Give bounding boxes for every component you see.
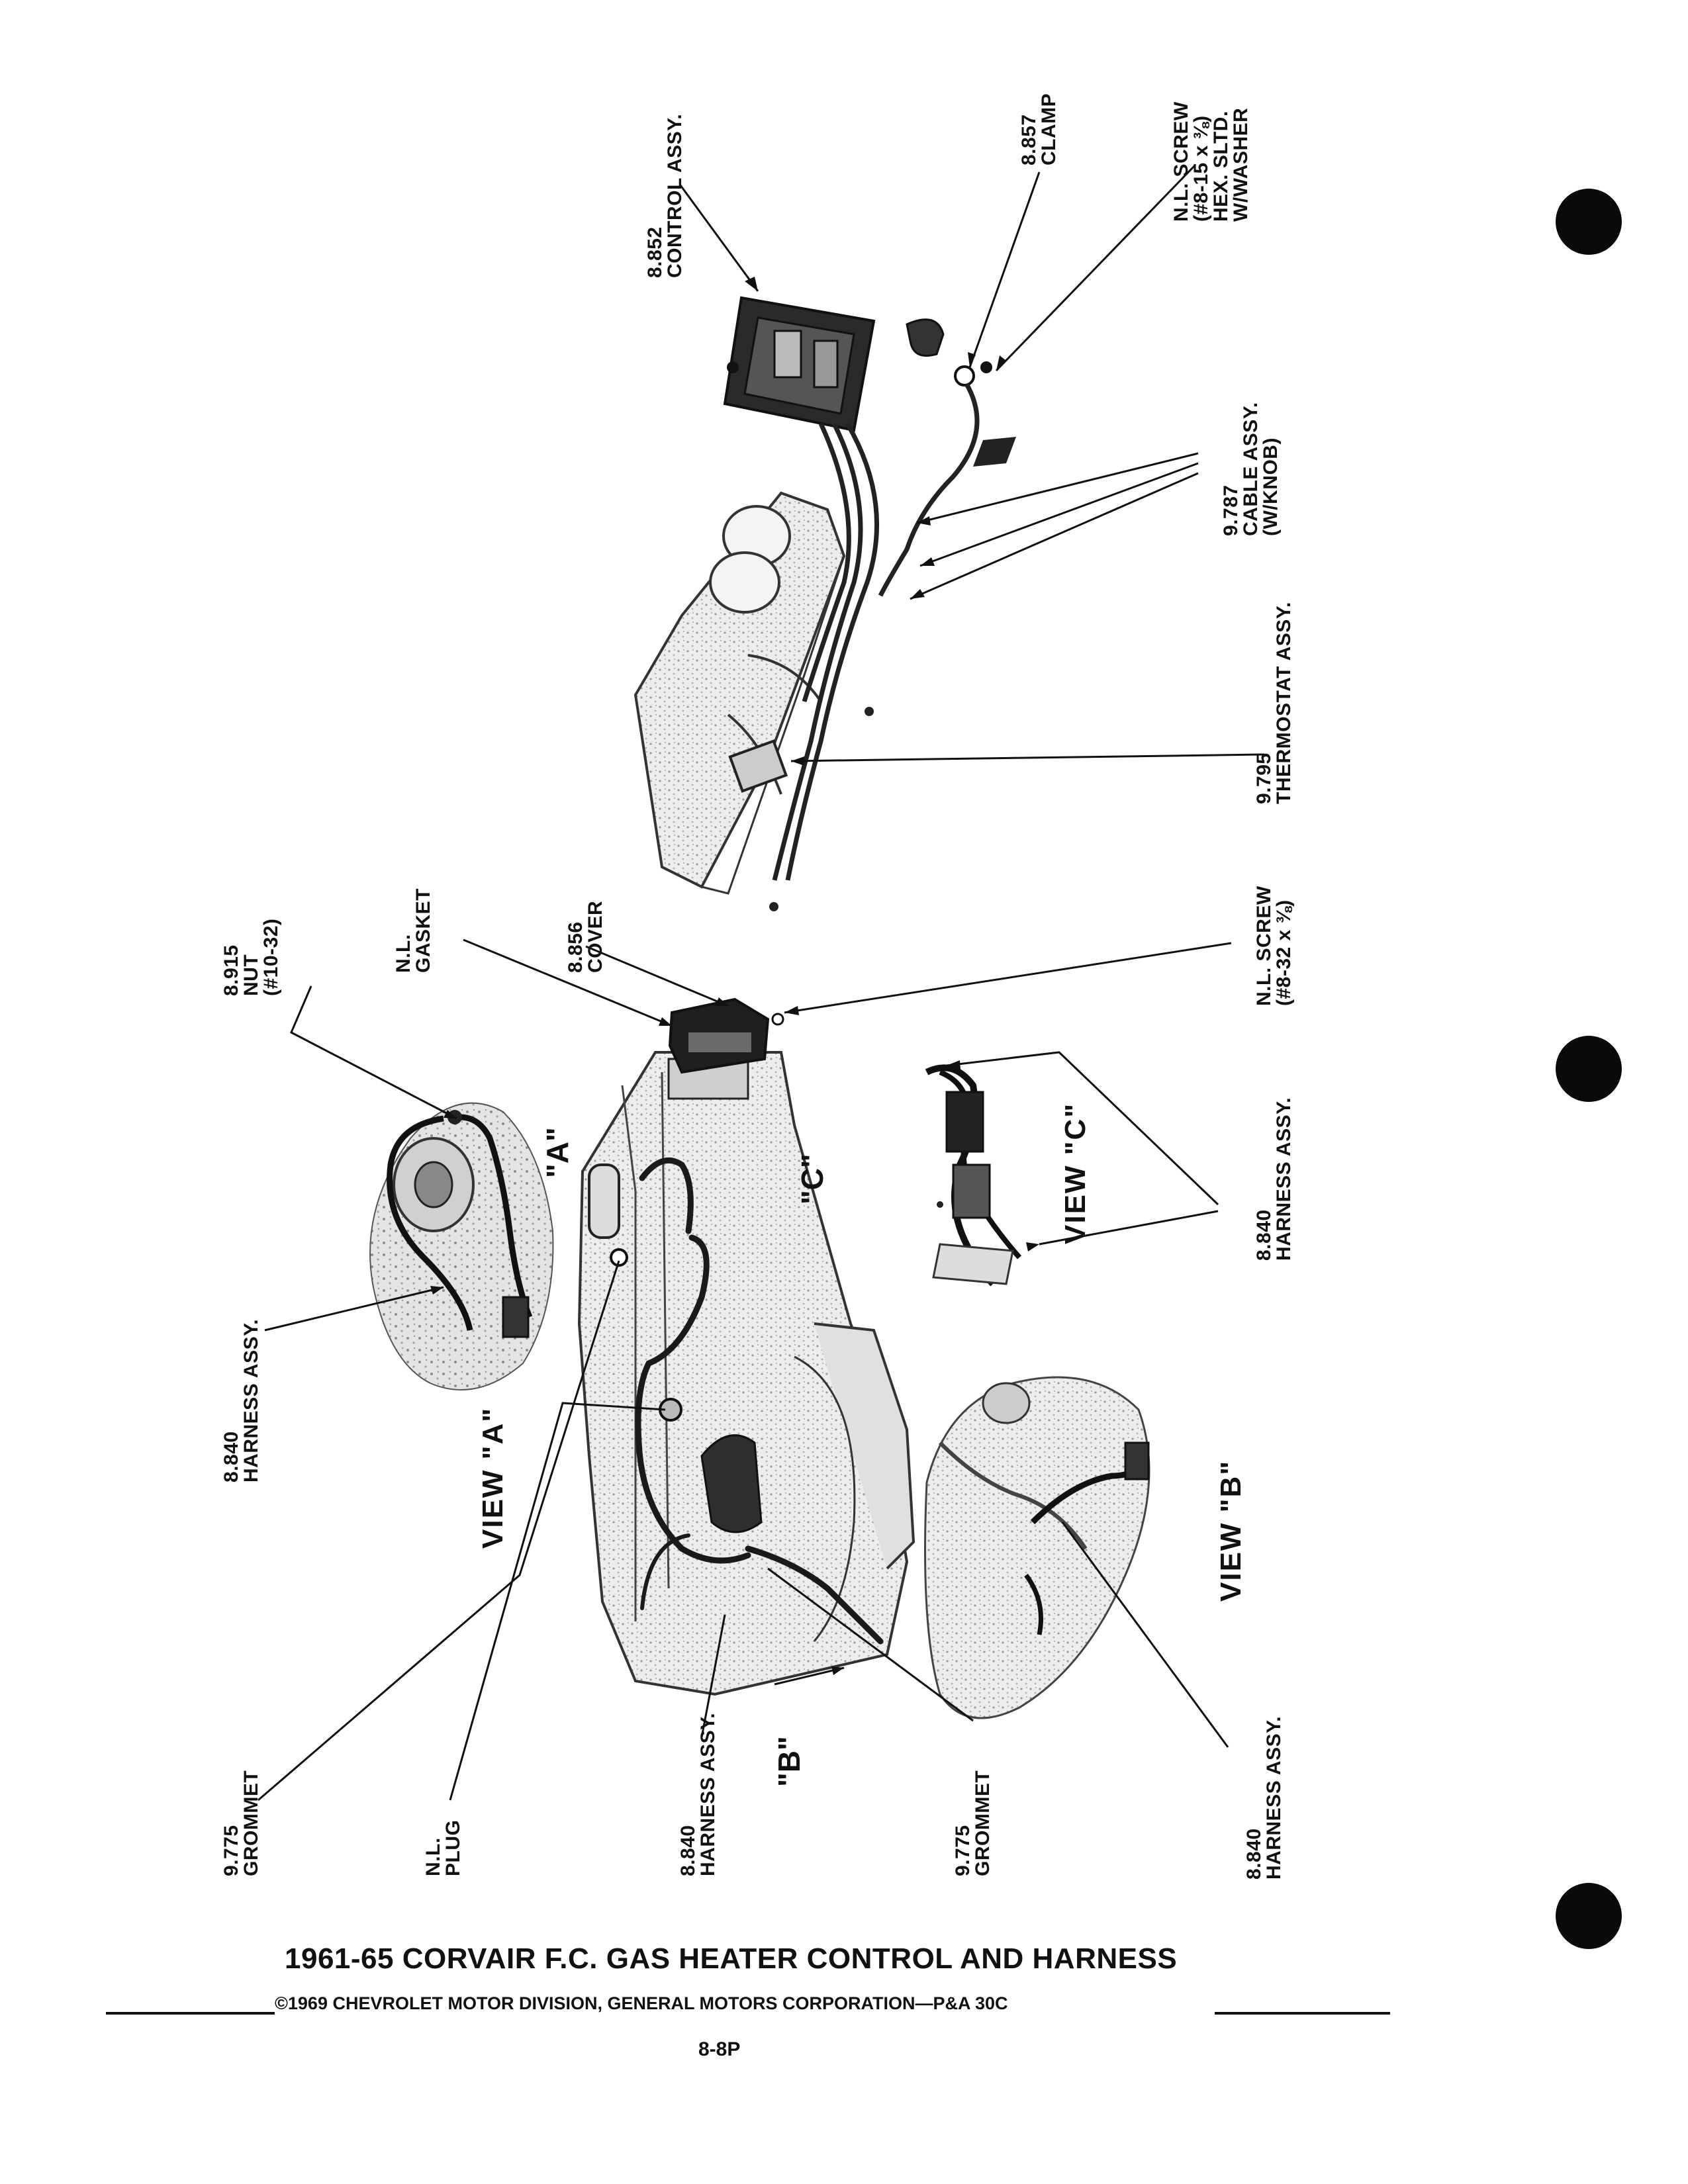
- footer-rule-right: [1215, 2012, 1390, 2015]
- binder-hole-top: [1556, 189, 1622, 255]
- callout-c: "C": [795, 1154, 829, 1205]
- label-harness-view-c: 8.840 HARNESS ASSY.: [1253, 1097, 1295, 1261]
- callout-b: "B": [772, 1736, 806, 1787]
- view-b-detail: [924, 1376, 1150, 1719]
- dash-panel: [633, 491, 874, 911]
- control-cables: [772, 383, 980, 881]
- label-clamp: 8.857 CLAMP: [1018, 93, 1060, 165]
- label-gasket: N.L. GASKET: [393, 887, 434, 973]
- label-cable-assy: 9.787 CABLE ASSY. (W/KNOB): [1220, 402, 1282, 536]
- view-c-detail: [925, 1064, 1022, 1287]
- label-nut: 8.915 NUT (#10-32): [220, 918, 282, 996]
- label-nl-screw-top: N.L. SCREW (#8-15 x ⅜) HEX. SLTD. W/WASH…: [1170, 101, 1252, 222]
- label-grommet-left: 9.775 GROMMET: [220, 1770, 262, 1876]
- view-c-title: VIEW "C": [1059, 1102, 1092, 1244]
- label-harness-view-a: 8.840 HARNESS ASSY.: [220, 1318, 262, 1482]
- grommet-part: [610, 1248, 628, 1267]
- label-grommet-right: 9.775 GROMMET: [952, 1770, 994, 1876]
- label-harness-view-b: 8.840 HARNESS ASSY.: [1243, 1715, 1285, 1880]
- copyright-line: ©1969 CHEVROLET MOTOR DIVISION, GENERAL …: [275, 1993, 1008, 2013]
- clamp-and-knob: [906, 318, 1016, 467]
- leader-lines: [258, 164, 1265, 1801]
- main-harness: [635, 1157, 884, 1645]
- view-a-title: VIEW "A": [477, 1406, 509, 1549]
- label-plug: N.L. PLUG: [422, 1819, 464, 1876]
- heater-cover: [668, 997, 784, 1074]
- label-control-assy: 8.852 CONTROL ASSY.: [644, 113, 686, 278]
- view-b-title: VIEW "B": [1215, 1459, 1247, 1602]
- label-cover: 8.856 COVER: [565, 900, 606, 973]
- heater-unit: [577, 1051, 915, 1696]
- page-title: 1961-65 CORVAIR F.C. GAS HEATER CONTROL …: [285, 1942, 1178, 1975]
- footer-rule-left: [106, 2012, 275, 2015]
- page-number: 8-8P: [698, 2038, 741, 2060]
- label-thermostat-assy: 9.795 THERMOSTAT ASSY.: [1253, 602, 1295, 804]
- label-nl-screw-mid: N.L. SCREW (#8-32 x ⅜): [1253, 886, 1295, 1006]
- binder-hole-middle: [1556, 1036, 1622, 1102]
- callout-a: "A": [540, 1127, 575, 1178]
- binder-hole-bottom: [1556, 1883, 1622, 1949]
- control-assembly: [723, 296, 876, 432]
- label-harness-main: 8.840 HARNESS ASSY.: [677, 1712, 719, 1876]
- leader-arrowheads: [430, 277, 1039, 1675]
- view-a-detail: [369, 1102, 554, 1390]
